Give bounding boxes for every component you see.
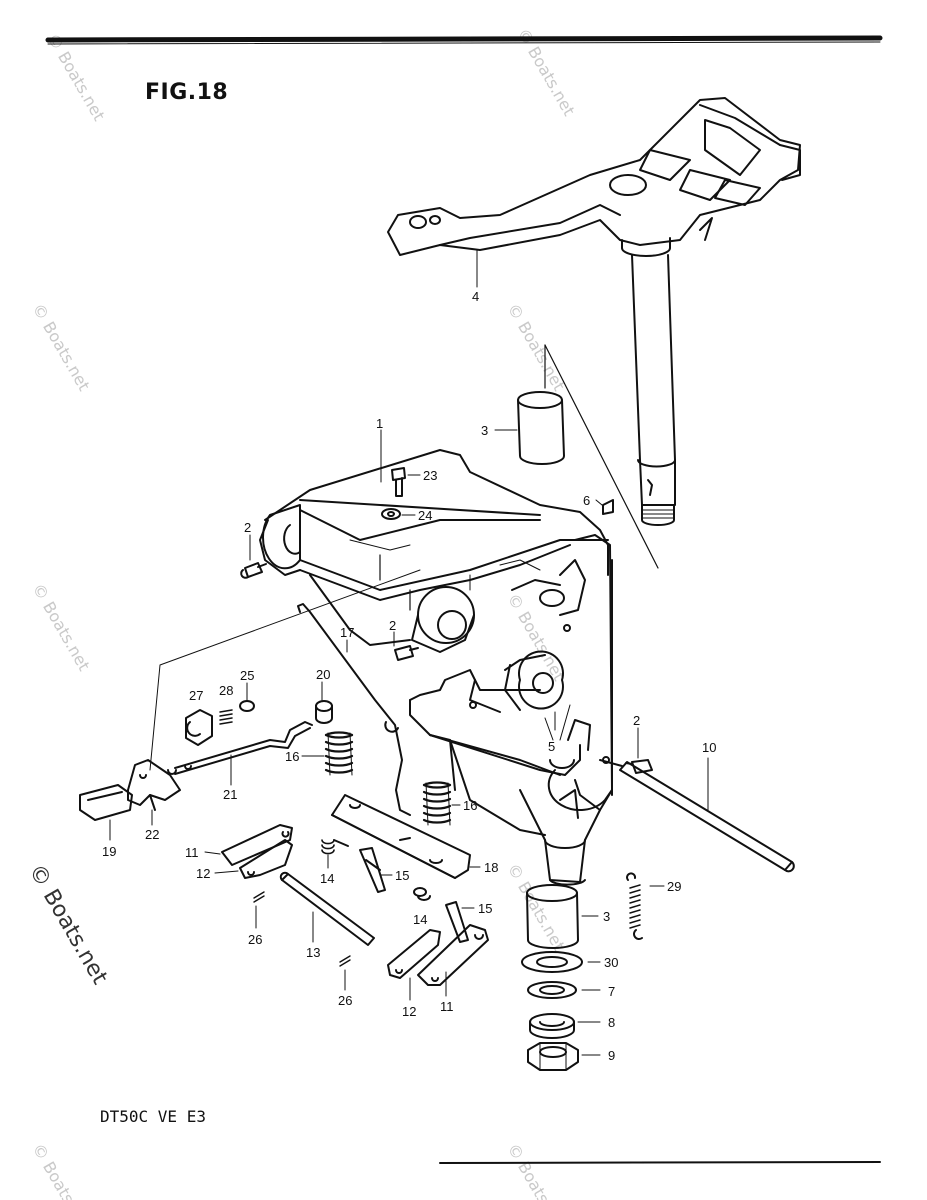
callout-3-lower[interactable]: 3 <box>603 909 611 924</box>
callout-6[interactable]: 6 <box>583 493 591 508</box>
model-code: DT50C VE E3 <box>100 1107 206 1126</box>
part-16-spring-upper <box>324 731 354 776</box>
part-19-pad <box>79 784 133 821</box>
part-15-clip-upper <box>359 847 386 893</box>
callout-10[interactable]: 10 <box>702 740 717 755</box>
callout-15-upper[interactable]: 15 <box>395 868 410 883</box>
part-22-bracket <box>127 759 181 811</box>
callout-11-upper[interactable]: 11 <box>185 845 199 860</box>
part-12-lever-upper <box>239 839 293 879</box>
part-24-washer <box>381 508 401 520</box>
callout-29[interactable]: 29 <box>667 879 682 894</box>
top-border-line <box>45 35 883 43</box>
callout-8[interactable]: 8 <box>608 1015 616 1030</box>
part-2-grease-nipple-center <box>394 645 419 661</box>
callout-22[interactable]: 22 <box>145 827 160 842</box>
callout-14-upper[interactable]: 14 <box>320 871 335 886</box>
part-20-collar <box>315 700 333 724</box>
part-26-cotter-pin-lower <box>339 955 351 967</box>
callout-2-left[interactable]: 2 <box>244 520 252 535</box>
part-27-rubber-block <box>185 709 213 746</box>
part-4-steering-bracket <box>387 97 801 526</box>
part-3-upper-bushing <box>517 391 565 465</box>
part-11-lever-lower <box>417 924 489 986</box>
callout-3-upper[interactable]: 3 <box>481 423 489 438</box>
callout-23[interactable]: 23 <box>423 468 438 483</box>
callout-1[interactable]: 1 <box>376 416 384 431</box>
callout-19[interactable]: 19 <box>102 844 117 859</box>
part-26-cotter-pin-upper <box>253 891 265 903</box>
callout-2-right[interactable]: 2 <box>633 713 641 728</box>
callout-26-lower[interactable]: 26 <box>338 993 353 1008</box>
part-14-spring-lower <box>413 887 431 901</box>
part-13-shaft <box>279 871 375 946</box>
part-8-lock-washer <box>529 1013 575 1039</box>
part-30-thrust-washer <box>521 951 583 973</box>
part-18-plate <box>331 794 471 879</box>
callout-20[interactable]: 20 <box>316 667 331 682</box>
bottom-border-line <box>439 1161 881 1164</box>
part-2-grease-nipple-left <box>240 562 267 579</box>
callout-17[interactable]: 17 <box>340 625 355 640</box>
part-21-rod <box>167 721 313 775</box>
part-10-tilt-rod <box>599 759 795 873</box>
callout-16-lower[interactable]: 16 <box>463 798 478 813</box>
callout-27[interactable]: 27 <box>189 688 204 703</box>
part-11-lever-upper <box>221 824 293 866</box>
callout-21[interactable]: 21 <box>223 787 238 802</box>
part-16-spring-lower <box>422 781 452 826</box>
callout-16-upper[interactable]: 16 <box>285 749 300 764</box>
part-23-bolt <box>391 467 406 497</box>
callout-2-center[interactable]: 2 <box>389 618 397 633</box>
part-28-small-spring <box>219 709 233 725</box>
callout-15-lower[interactable]: 15 <box>478 901 493 916</box>
callout-9[interactable]: 9 <box>608 1048 616 1063</box>
callout-12-lower[interactable]: 12 <box>402 1004 417 1019</box>
part-12-lever-lower <box>387 929 441 979</box>
part-6-key <box>602 499 614 515</box>
callout-11-lower[interactable]: 11 <box>440 999 454 1014</box>
part-7-washer <box>527 981 577 999</box>
part-14-spring-upper <box>321 839 349 855</box>
callout-30[interactable]: 30 <box>604 955 619 970</box>
callout-14-lower[interactable]: 14 <box>413 912 428 927</box>
part-3-lower-bushing <box>526 884 579 949</box>
callout-28[interactable]: 28 <box>219 683 234 698</box>
part-9-nut <box>527 1042 579 1071</box>
part-25-washer <box>239 700 255 712</box>
part-1-swivel-bracket <box>259 449 613 886</box>
callout-18[interactable]: 18 <box>484 860 499 875</box>
callout-26-upper[interactable]: 26 <box>248 932 263 947</box>
part-2-grease-nipple-right <box>625 759 653 774</box>
part-15-clip-lower <box>445 901 469 943</box>
callout-5[interactable]: 5 <box>548 739 556 754</box>
callout-12-upper[interactable]: 12 <box>196 866 211 881</box>
part-17-rod <box>297 603 411 816</box>
callout-25[interactable]: 25 <box>240 668 255 683</box>
callout-24[interactable]: 24 <box>418 508 433 523</box>
part-29-spring <box>626 872 643 940</box>
figure-title: FIG.18 <box>145 80 229 105</box>
callout-7[interactable]: 7 <box>608 984 616 999</box>
callout-4[interactable]: 4 <box>472 289 480 304</box>
callout-13[interactable]: 13 <box>306 945 321 960</box>
